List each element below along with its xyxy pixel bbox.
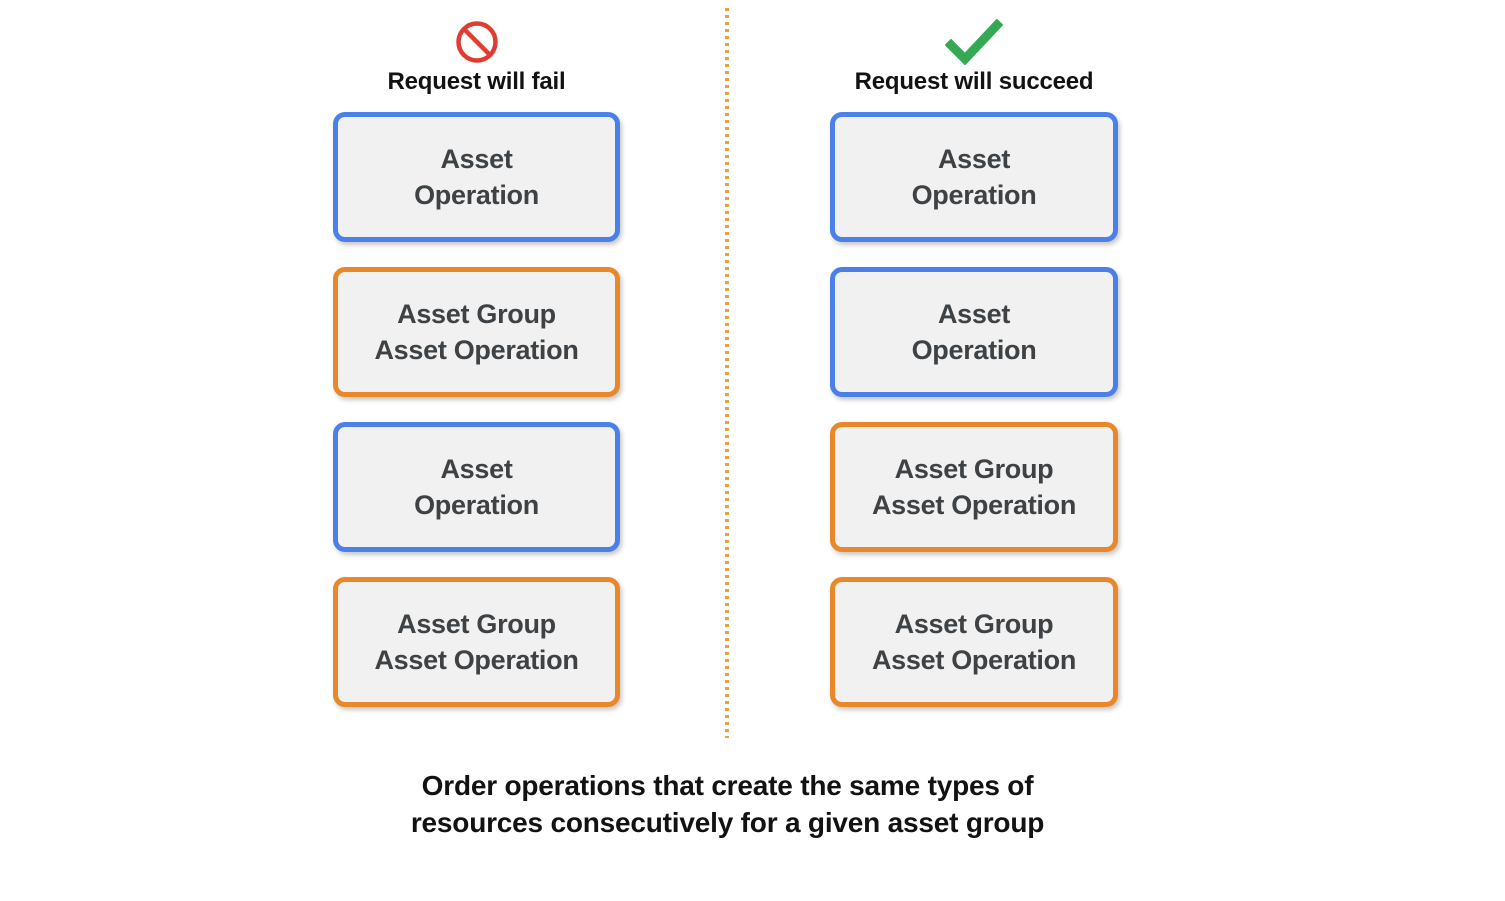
box-asset-group-asset-operation: Asset Group Asset Operation — [830, 422, 1118, 552]
box-asset-operation: Asset Operation — [830, 112, 1118, 242]
dotted-divider — [725, 8, 729, 738]
no-entry-icon — [455, 18, 499, 66]
box-asset-operation: Asset Operation — [333, 422, 620, 552]
checkmark-icon — [945, 18, 1003, 66]
succeed-heading: Request will succeed — [854, 68, 1094, 95]
box-asset-group-asset-operation: Asset Group Asset Operation — [830, 577, 1118, 707]
box-asset-operation: Asset Operation — [830, 267, 1118, 397]
succeed-column: Request will succeed Asset Operation Ass… — [830, 18, 1118, 732]
caption: Order operations that create the same ty… — [410, 770, 1045, 838]
fail-heading: Request will fail — [387, 68, 566, 95]
box-asset-group-asset-operation: Asset Group Asset Operation — [333, 267, 620, 397]
fail-column: Request will fail Asset Operation Asset … — [333, 18, 620, 732]
box-asset-operation: Asset Operation — [333, 112, 620, 242]
box-asset-group-asset-operation: Asset Group Asset Operation — [333, 577, 620, 707]
